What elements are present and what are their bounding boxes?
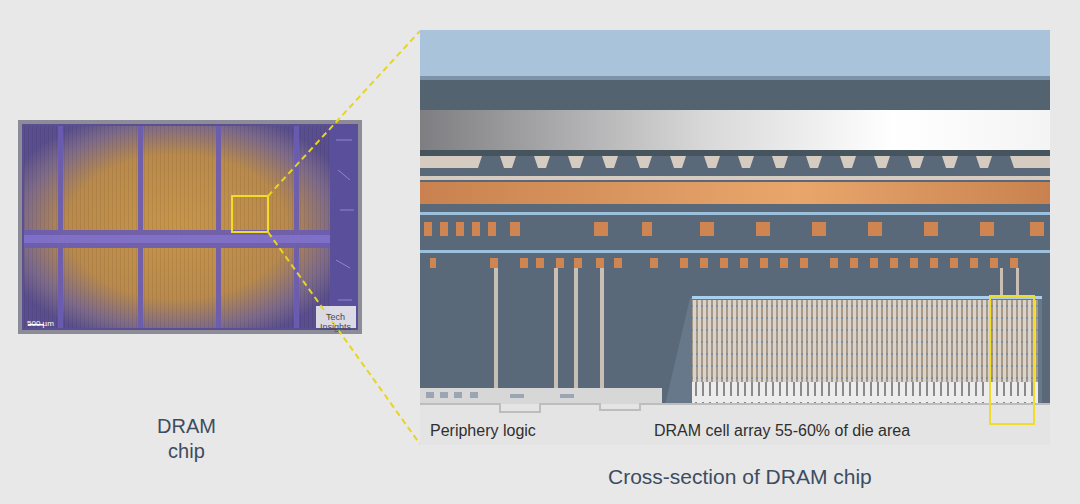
chip-caption-box: DRAM chip [157,414,216,464]
region-label-box: Periphery logic [430,421,536,441]
section-caption: Cross-section of DRAM chip [608,464,872,490]
watermark: Insights [320,322,351,333]
chip-caption: DRAM chip [157,414,216,464]
region-label-box: DRAM cell array 55-60% of die area [654,421,910,441]
section-caption-box: Cross-section of DRAM chip [608,464,872,490]
scale-bar-label-box: 500 µm [27,312,54,330]
watermark-box: Tech [326,306,345,324]
watermark: Tech [326,312,345,323]
region-label: DRAM cell array 55-60% of die area [654,421,910,441]
scale-bar-label: 500 µm [27,319,54,329]
watermark-box: Insights [320,316,351,334]
region-label: Periphery logic [430,421,536,441]
